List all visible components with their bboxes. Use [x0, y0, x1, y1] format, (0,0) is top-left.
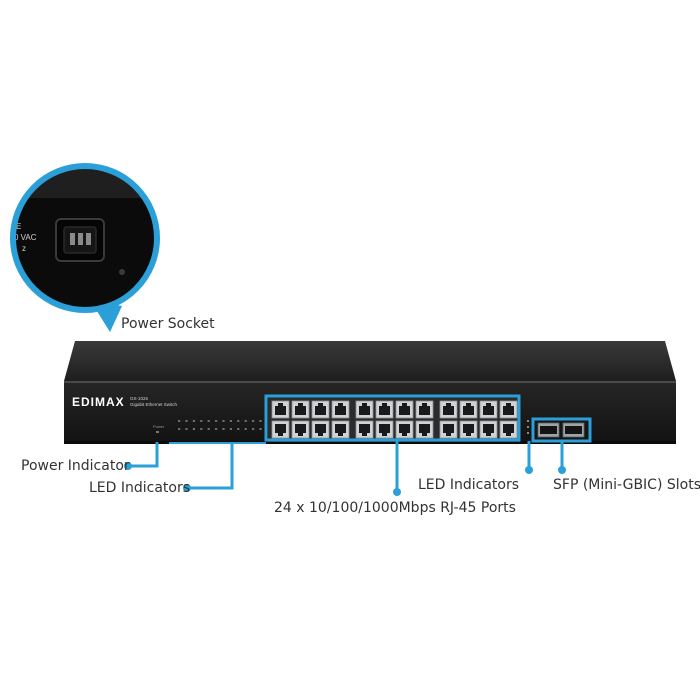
- power-led-label: Power: [153, 424, 165, 429]
- port-led: [237, 420, 240, 422]
- callout-dot-icon: [558, 466, 566, 474]
- port-led: [252, 420, 255, 422]
- port-led: [185, 420, 188, 422]
- rj45-highlight-box: [264, 394, 521, 442]
- port-led: [244, 428, 247, 430]
- power-led: [156, 431, 159, 433]
- port-led: [215, 420, 218, 422]
- power-socket-label: Power Socket: [121, 316, 215, 332]
- rj45-port: [375, 420, 394, 439]
- callout-dot-icon: [393, 488, 401, 496]
- port-led: [229, 420, 232, 422]
- network-switch: EDIMAX GS-1026 Gigabit Ethernet Switch P…: [64, 341, 676, 444]
- rj45-port: [415, 400, 434, 419]
- callout-dot-icon: [183, 484, 191, 492]
- model-label: GS-1026: [130, 396, 149, 401]
- power-indicator-label: Power Indicator: [21, 458, 130, 474]
- sfp-slot: [537, 422, 560, 438]
- rj45-port: [479, 400, 498, 419]
- rj45-port: [271, 420, 290, 439]
- rj45-port: [355, 420, 374, 439]
- rj45-port: [271, 400, 290, 419]
- port-led: [259, 428, 262, 430]
- rj45-port: [291, 420, 310, 439]
- port-led: [178, 420, 181, 422]
- sfp-led-indicators: [527, 420, 529, 434]
- rj45-ports-label: 24 x 10/100/1000Mbps RJ-45 Ports: [274, 500, 516, 516]
- callout-dot-icon: [124, 462, 132, 470]
- power-socket-icon: [55, 218, 105, 262]
- port-led: [244, 420, 247, 422]
- sfp-slot-block: [537, 422, 585, 438]
- port-led: [229, 428, 232, 430]
- zoom-circle-border: [10, 163, 160, 313]
- rj45-port: [311, 420, 330, 439]
- callout-lines: [128, 394, 592, 492]
- rj45-port: [375, 400, 394, 419]
- sfp-slots-label: SFP (Mini-GBIC) Slots: [553, 477, 700, 493]
- port-led: [192, 420, 195, 422]
- power-indicator-connector: [128, 442, 159, 468]
- rj45-port: [479, 420, 498, 439]
- led-indicators-connector: [187, 443, 234, 490]
- rj45-port: [331, 400, 350, 419]
- socket-text-line-1: E: [16, 222, 21, 231]
- power-socket-zoom: E 0 VAC z: [10, 163, 160, 332]
- rj45-port: [459, 420, 478, 439]
- port-led: [200, 428, 203, 430]
- port-led: [185, 428, 188, 430]
- switch-top: [64, 341, 676, 381]
- port-led: [207, 428, 210, 430]
- switch-subtitle: Gigabit Ethernet Switch: [130, 402, 178, 407]
- rj45-port: [459, 400, 478, 419]
- rj45-port: [395, 400, 414, 419]
- rj45-port: [291, 400, 310, 419]
- port-led: [192, 428, 195, 430]
- led-indicators-right-label: LED Indicators: [418, 477, 520, 493]
- port-led: [222, 428, 225, 430]
- port-led: [215, 428, 218, 430]
- rj45-port: [395, 420, 414, 439]
- port-led: [259, 420, 262, 422]
- port-led: [237, 428, 240, 430]
- port-led: [200, 420, 203, 422]
- rj45-port: [311, 400, 330, 419]
- rj45-port: [355, 400, 374, 419]
- rj45-port: [415, 420, 434, 439]
- socket-text-line-3: z: [22, 244, 26, 253]
- port-led-panel: [178, 420, 262, 430]
- brand-logo: EDIMAX: [72, 395, 125, 409]
- rj45-port-block: [268, 398, 520, 442]
- rj45-port: [439, 400, 458, 419]
- rj45-port: [499, 420, 518, 439]
- socket-text-line-2: 0 VAC: [14, 233, 37, 242]
- led-indicators-left-label: LED Indicators: [89, 480, 191, 496]
- port-led: [252, 428, 255, 430]
- port-led: [222, 420, 225, 422]
- rj45-port: [331, 420, 350, 439]
- rj45-port: [439, 420, 458, 439]
- port-led: [207, 420, 210, 422]
- port-led: [178, 428, 181, 430]
- callout-dot-icon: [525, 466, 533, 474]
- rj45-port: [499, 400, 518, 419]
- sfp-slot: [562, 422, 585, 438]
